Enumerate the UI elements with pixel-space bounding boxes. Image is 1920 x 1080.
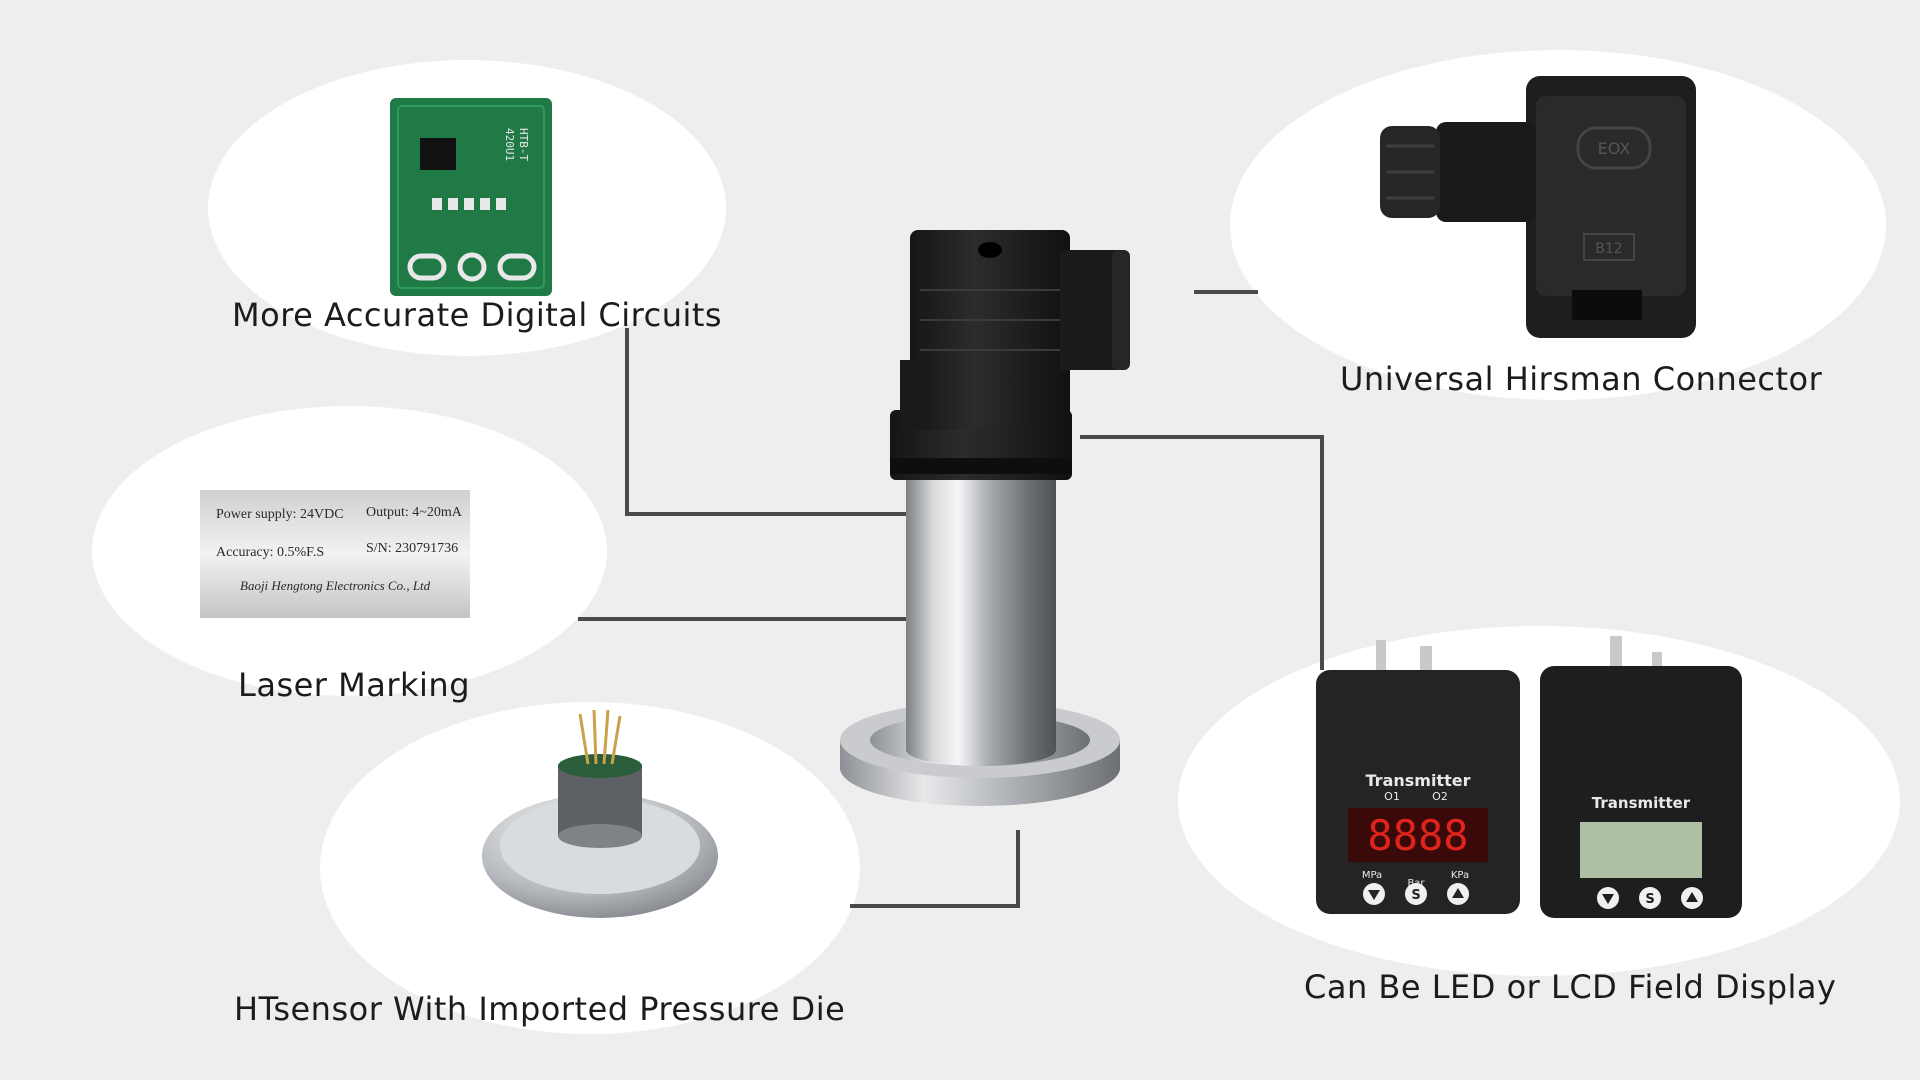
connector-code-text: B12 bbox=[1595, 241, 1622, 257]
led-digits: 8888 bbox=[1367, 811, 1468, 860]
unit-kpa-label: KPa bbox=[1451, 870, 1469, 881]
o1-label: O1 bbox=[1384, 790, 1400, 803]
lcd-title-text: Transmitter bbox=[1592, 794, 1691, 812]
led-title-text: Transmitter bbox=[1366, 771, 1471, 790]
pressure-sensor-image bbox=[482, 709, 718, 918]
connector-feature-label: Universal Hirsman Connector bbox=[1340, 360, 1823, 398]
display-bubble bbox=[1178, 626, 1900, 976]
hirschmann-connector-image: EOX B12 bbox=[1380, 76, 1696, 338]
board-model-text: 420U1 bbox=[503, 128, 516, 161]
display-leader-line bbox=[1080, 435, 1324, 670]
company-text: Baoji Hengtong Electronics Co., Ltd bbox=[240, 578, 431, 593]
circuit-leader-line bbox=[625, 328, 906, 516]
lcd-set-key: S bbox=[1645, 892, 1654, 907]
board-name-text: HTB-T bbox=[517, 128, 530, 161]
power-supply-text: Power supply: 24VDC bbox=[216, 507, 344, 522]
unit-mpa-label: MPa bbox=[1362, 870, 1382, 881]
laser-marking-image: Power supply: 24VDC Output: 4~20mA Accur… bbox=[200, 490, 470, 618]
marking-feature-label: Laser Marking bbox=[238, 666, 471, 704]
circuit-feature-label: More Accurate Digital Circuits bbox=[232, 296, 723, 334]
led-set-key: S bbox=[1411, 888, 1420, 903]
connector-brand-text: EOX bbox=[1598, 139, 1631, 158]
sensor-leader-line bbox=[850, 830, 1020, 908]
output-text: Output: 4~20mA bbox=[366, 505, 463, 520]
o2-label: O2 bbox=[1432, 790, 1448, 803]
sensor-feature-label: HTsensor With Imported Pressure Die bbox=[234, 990, 846, 1028]
accuracy-text: Accuracy: 0.5%F.S bbox=[216, 545, 324, 560]
led-display-image: Transmitter O1 O2 8888 MPa Bar KPa S bbox=[1316, 640, 1520, 914]
serial-text: S/N: 230791736 bbox=[366, 541, 458, 556]
pressure-transmitter-image bbox=[840, 230, 1130, 806]
display-feature-label: Can Be LED or LCD Field Display bbox=[1304, 968, 1837, 1006]
circuit-board-image: HTB-T 420U1 bbox=[390, 98, 552, 296]
lcd-display-image: Transmitter S bbox=[1540, 636, 1742, 918]
